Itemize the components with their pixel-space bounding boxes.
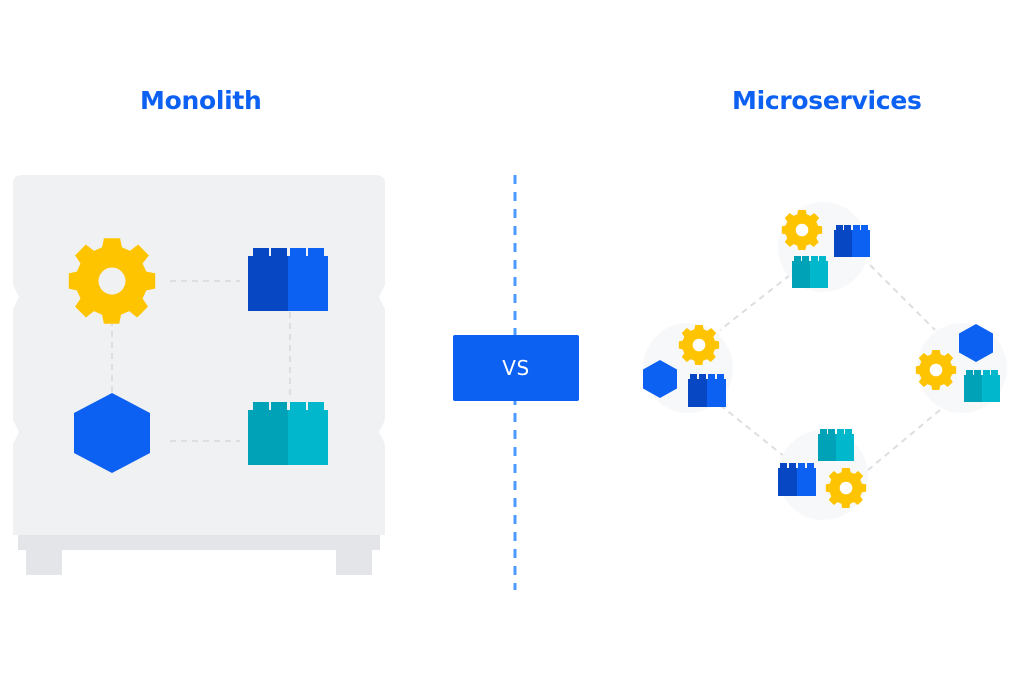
blocks-icon — [834, 225, 870, 257]
gear-icon — [825, 468, 867, 508]
panel-leg-left — [26, 545, 62, 575]
panel-body — [13, 175, 385, 535]
hexagon-icon — [959, 324, 993, 362]
panel-leg-right — [336, 545, 372, 575]
microservices-title: Microservices — [732, 86, 922, 115]
gear-icon — [68, 238, 156, 324]
monolith-connectors — [111, 280, 291, 442]
teal-blocks-icon — [248, 402, 328, 465]
microservice-node-top — [778, 202, 870, 292]
gear-icon — [781, 210, 823, 250]
teal-blocks-icon — [818, 429, 854, 461]
gear-icon — [678, 325, 720, 365]
blocks-icon — [248, 248, 328, 311]
vs-badge: VS — [453, 335, 579, 401]
hexagon-icon — [74, 393, 150, 473]
monolith-panel — [13, 175, 385, 575]
teal-blocks-icon — [792, 256, 828, 288]
teal-blocks-icon — [964, 370, 1000, 402]
gear-icon — [915, 350, 957, 390]
hexagon-icon — [643, 360, 677, 398]
microservice-connectors — [719, 264, 941, 471]
blocks-icon — [688, 374, 726, 407]
blocks-icon — [778, 463, 816, 496]
microservice-node-right — [915, 323, 1007, 413]
monolith-title: Monolith — [140, 86, 262, 115]
microservice-node-bottom — [778, 429, 868, 520]
microservice-node-left — [643, 323, 733, 413]
